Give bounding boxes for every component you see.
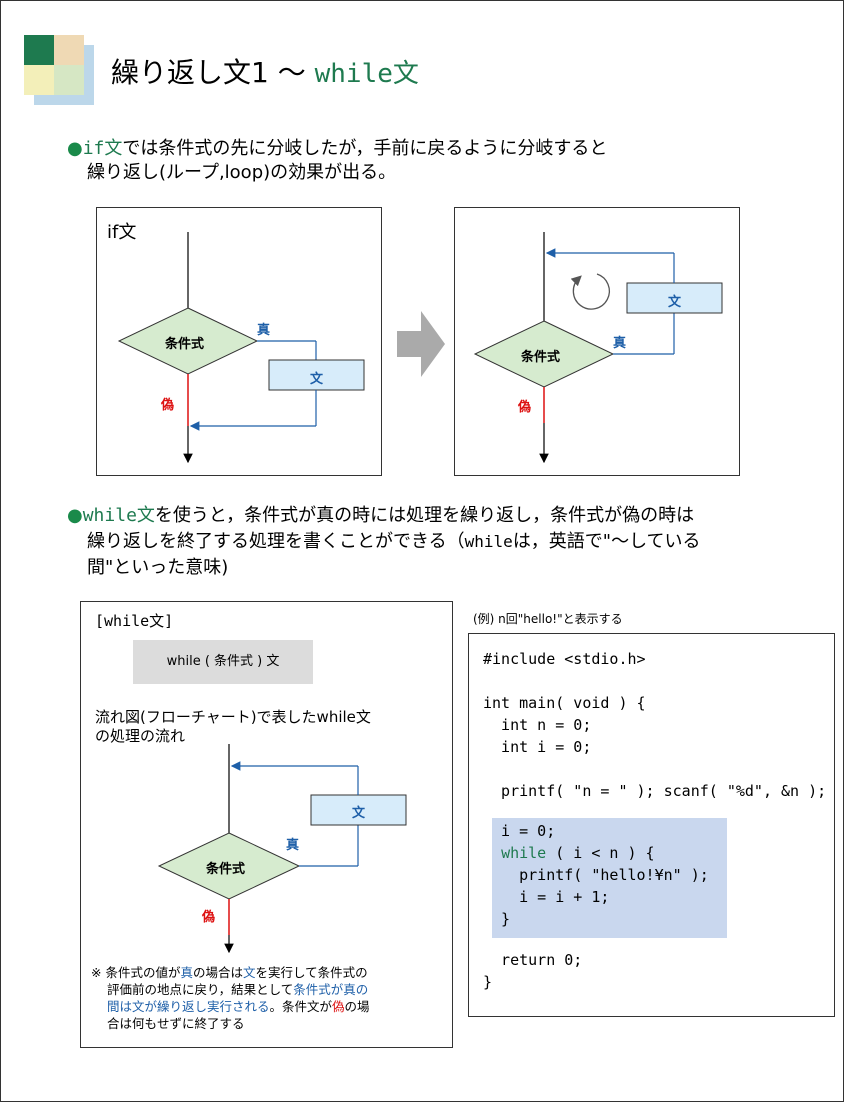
page-title: 繰り返し文1 〜 while文 [111, 56, 419, 89]
code-box: #include <stdio.h> int main( void ) { in… [468, 633, 835, 1017]
note-text: ※ 条件式の値が真の場合は文を実行して条件式の 評価前の地点に戻り，結果として条… [91, 965, 370, 1031]
loop-stmt-label: 文 [668, 295, 682, 310]
loop-diagram-box: 条件式 真 偽 文 [454, 207, 740, 476]
while-true-label: 真 [286, 838, 300, 853]
example-caption: (例) n回"hello!"と表示する [473, 612, 623, 626]
section1-text: ●if文では条件式の先に分岐したが，手前に戻るように分岐すると 繰り返し(ループ… [67, 138, 608, 183]
syntax-text: while ( 条件式 ) 文 [166, 654, 280, 669]
if-stmt-label: 文 [310, 372, 324, 387]
loop-true-label: 真 [613, 336, 627, 351]
if-condition-label: 条件式 [165, 337, 205, 352]
code-highlight-text: i = 0; while ( i < n ) { printf( "hello!… [483, 822, 709, 928]
if-true-label: 真 [257, 323, 271, 338]
if-label: if文 [107, 222, 137, 243]
code-top: #include <stdio.h> int main( void ) { in… [483, 650, 827, 800]
while-flowchart [157, 744, 407, 954]
if-diagram-box: if文 条件式 真 偽 文 [96, 207, 382, 476]
code-highlight [492, 818, 727, 938]
syntax-panel: while ( 条件式 ) 文 [133, 640, 313, 684]
while-stmt-label: 文 [352, 806, 366, 821]
logo-icon [24, 35, 94, 105]
if-false-label: 偽 [161, 398, 175, 413]
while-condition-label: 条件式 [206, 862, 246, 877]
while-false-label: 偽 [202, 910, 216, 925]
loop-flowchart [473, 232, 723, 464]
flow-label: 流れ図(フローチャート)で表したwhile文の処理の流れ [95, 708, 371, 745]
section2-text: ●while文を使うと，条件式が真の時には処理を繰り返し，条件式が偽の時は 繰り… [67, 505, 701, 578]
syntax-heading: [while文] [95, 612, 174, 630]
loop-false-label: 偽 [518, 400, 532, 415]
if-flowchart [117, 232, 365, 464]
code-bottom: return 0; } [483, 951, 583, 991]
loop-condition-label: 条件式 [521, 350, 561, 365]
while-syntax-box: [while文] while ( 条件式 ) 文 流れ図(フローチャート)で表し… [80, 601, 453, 1048]
transition-arrow-icon [397, 311, 445, 377]
